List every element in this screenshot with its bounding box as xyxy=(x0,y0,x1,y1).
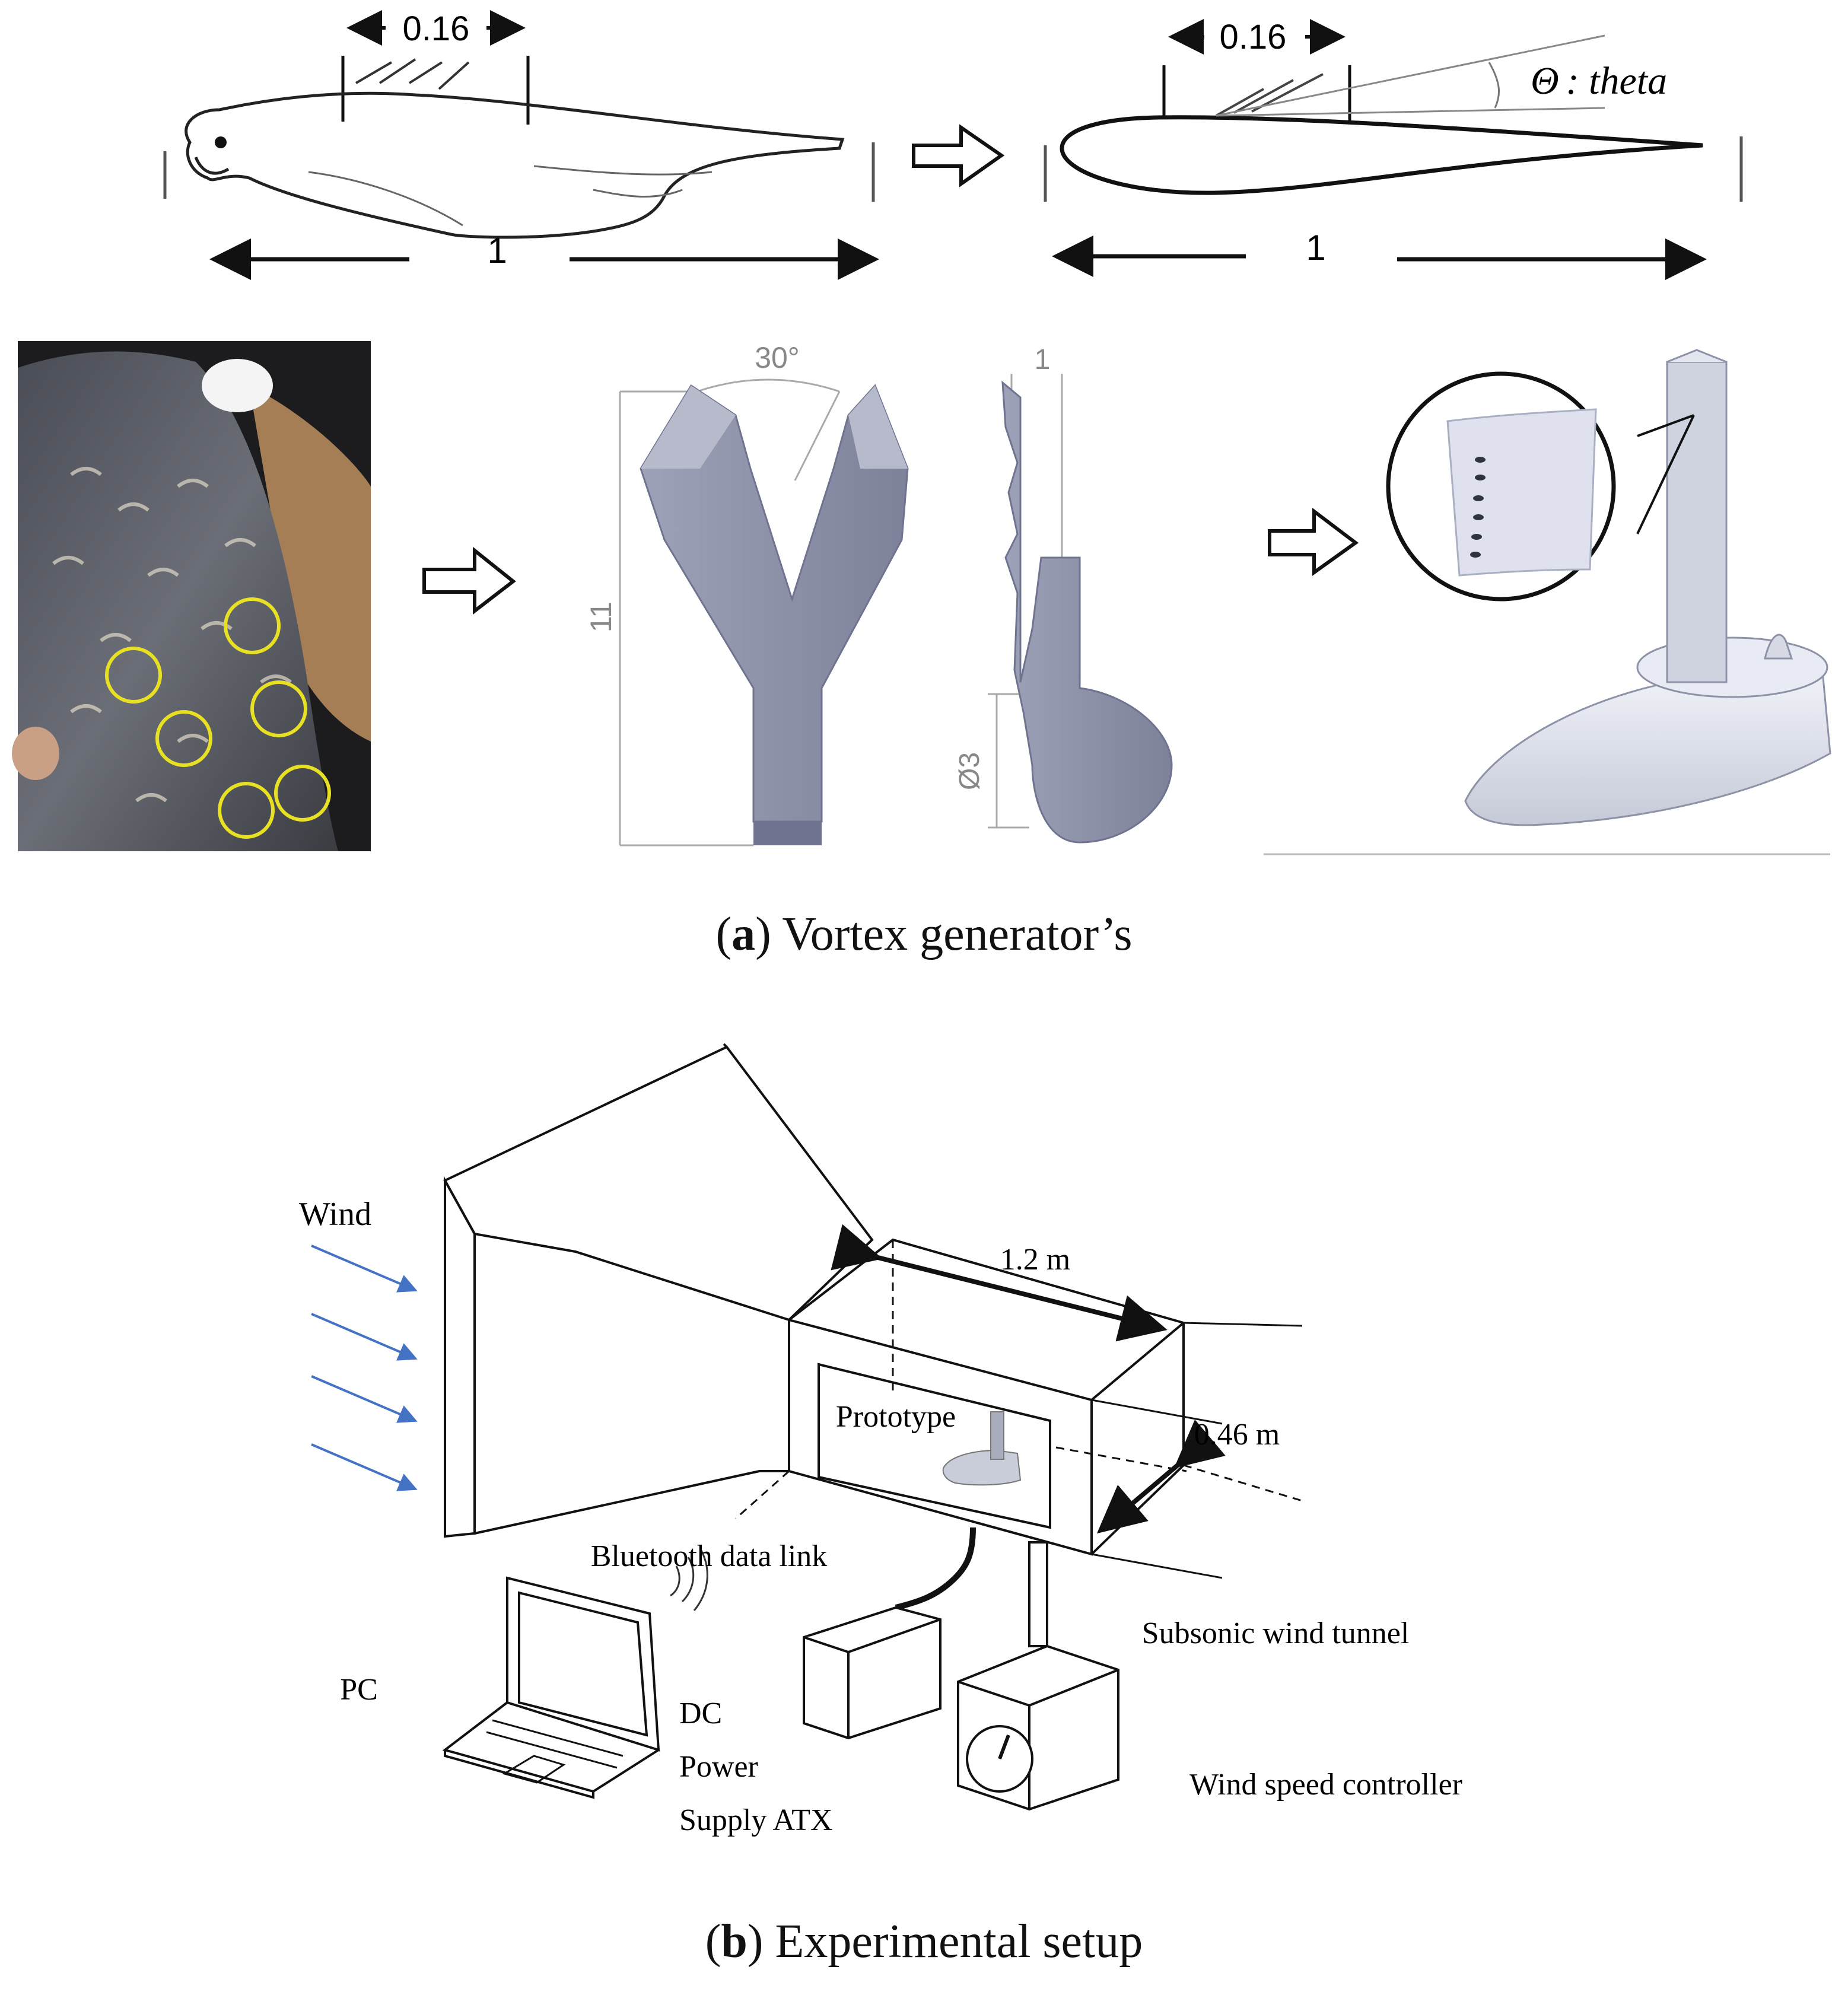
length-dimension-arrow xyxy=(831,1224,1168,1342)
wind-arrow-3 xyxy=(311,1375,418,1423)
bird-outline xyxy=(185,91,845,239)
prototype-label: Prototype xyxy=(836,1400,956,1434)
controller-stand xyxy=(1028,1541,1048,1647)
airfoil-vortex-blades xyxy=(1216,73,1324,117)
dc-label-line3: Supply ATX xyxy=(679,1803,833,1837)
y-part-facet-right xyxy=(848,386,908,469)
model-base-top xyxy=(1636,637,1828,698)
wind-arrow-4 xyxy=(311,1443,418,1491)
y-part-base xyxy=(753,822,822,845)
wind-speed-controller xyxy=(957,1644,1119,1811)
feather-markings xyxy=(52,467,292,803)
zoomed-surface xyxy=(1446,408,1597,577)
zoom-leader-top xyxy=(1637,414,1694,437)
angle-label: 30° xyxy=(755,341,800,374)
bird-length-label: 1 xyxy=(487,231,507,270)
bird-feathers xyxy=(355,58,470,90)
thickness-1-label: 1 xyxy=(1035,344,1051,375)
bird-wing-lines xyxy=(308,165,713,227)
bird-chord-label: 0.16 xyxy=(403,9,470,48)
diameter-label: Ø3 xyxy=(954,752,985,790)
model-base xyxy=(1464,657,1831,826)
process-arrow-icon-3 xyxy=(1268,507,1359,576)
caption-a: (a) Vortex generator’s xyxy=(715,908,1133,960)
bird-eye xyxy=(215,136,227,148)
feather-photo xyxy=(12,341,371,851)
airfoil-drawing: 0.16 Θ: theta 1 xyxy=(1044,18,1743,280)
feather-circle-4 xyxy=(155,710,212,767)
bluetooth-label: Bluetooth data link xyxy=(591,1539,828,1573)
tunnel-contraction xyxy=(443,1043,874,1538)
process-arrow-icon-2 xyxy=(422,546,516,615)
prototype-model xyxy=(942,1411,1022,1486)
zoomed-vortex-generators xyxy=(1470,457,1486,558)
side-part-body xyxy=(1001,380,1173,844)
wind-arrows xyxy=(311,1245,418,1491)
subsonic-label: Subsonic wind tunnel xyxy=(1142,1616,1410,1650)
airfoil-outline xyxy=(1060,115,1703,195)
model-mast-top xyxy=(1666,349,1727,363)
model-mast xyxy=(1666,361,1728,683)
angle-arc xyxy=(696,378,840,393)
height-label: 0.46 m xyxy=(1194,1418,1280,1452)
pc-label: PC xyxy=(340,1673,378,1707)
down-tuft xyxy=(202,359,273,412)
feather-circle-6 xyxy=(218,782,275,839)
length-11-label: 11 xyxy=(584,602,618,632)
airfoil-length-label: 1 xyxy=(1306,228,1325,268)
length-label: 1.2 m xyxy=(1000,1243,1070,1277)
theta-base xyxy=(1216,107,1605,117)
dc-label-line2: Power xyxy=(679,1750,758,1784)
wind-arrow-1 xyxy=(311,1245,418,1293)
bluetooth-waves-icon xyxy=(670,1548,708,1611)
feather-circle-5 xyxy=(274,765,331,822)
vg-part-front: 11 30° xyxy=(584,341,909,846)
controller-needle xyxy=(998,1734,1010,1760)
turbine-model-3d xyxy=(1264,349,1831,855)
finger-tip xyxy=(12,727,59,780)
y-part-facet-left xyxy=(641,386,736,469)
caption-a-text: Vortex generator’s xyxy=(771,908,1133,960)
theta-arc xyxy=(1488,62,1500,109)
bird-drawing: 0.16 1 xyxy=(163,9,879,280)
caption-b: (b) Experimental setup xyxy=(705,1915,1143,1968)
feather-circle-2 xyxy=(105,647,162,704)
height-dimension-arrow xyxy=(1096,1419,1226,1534)
angle-leg-right xyxy=(794,391,841,481)
wind-arrow-2 xyxy=(311,1313,418,1361)
model-fin xyxy=(1764,634,1793,660)
feather-circle-1 xyxy=(224,597,281,654)
zoom-leader-bottom xyxy=(1636,415,1695,534)
theta-ray xyxy=(1216,34,1605,117)
power-cable xyxy=(895,1527,976,1611)
feather-circle-3 xyxy=(250,680,307,737)
laptop-icon xyxy=(442,1576,660,1799)
bird-beak xyxy=(194,156,230,175)
caption-b-letter: b xyxy=(721,1915,748,1968)
dc-power-box xyxy=(803,1606,942,1740)
process-arrow-icon xyxy=(912,124,1005,187)
y-part-body xyxy=(640,384,909,823)
caption-a-letter: a xyxy=(731,908,756,960)
airfoil-chord-label: 0.16 xyxy=(1220,18,1287,56)
feather-circles xyxy=(105,597,331,839)
controller-label: Wind speed controller xyxy=(1189,1768,1462,1802)
dc-label-line1: DC xyxy=(679,1697,722,1730)
wind-tunnel-diagram: 1.2 m 0.46 m Prototype Wind xyxy=(299,1043,1462,1837)
branch xyxy=(249,386,371,742)
caption-b-text: Experimental setup xyxy=(763,1915,1143,1968)
theta-label: Θ: theta xyxy=(1531,59,1667,103)
wind-label: Wind xyxy=(299,1196,371,1233)
vg-part-side: 1 Ø3 xyxy=(954,344,1173,844)
